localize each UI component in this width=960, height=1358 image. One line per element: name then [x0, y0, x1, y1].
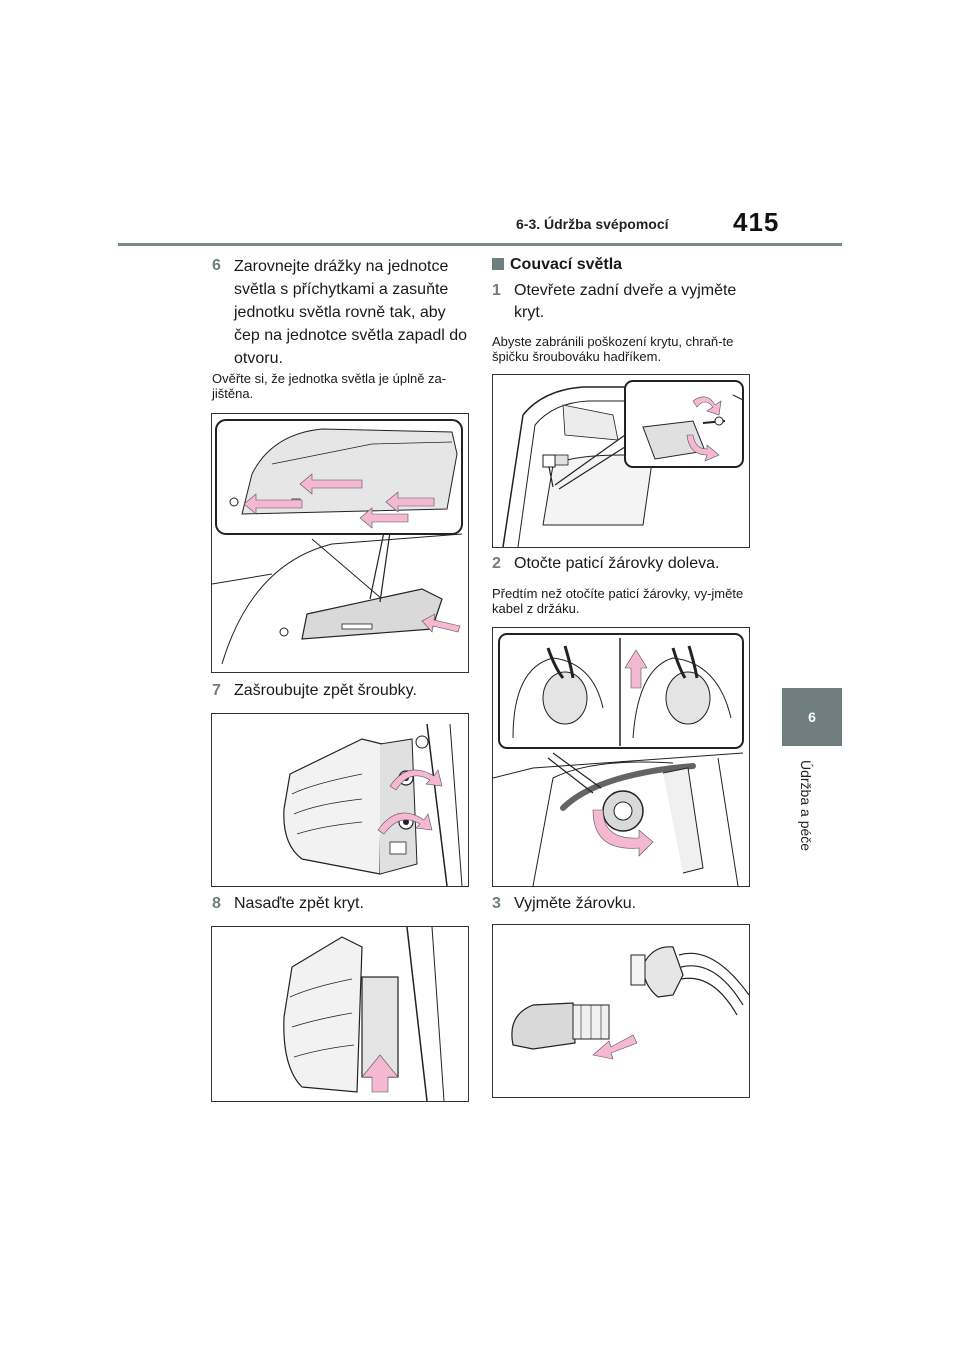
header-divider	[118, 243, 842, 246]
section-title: 6-3. Údržba svépomocí	[516, 216, 669, 232]
step-text: Zašroubujte zpět šroubky.	[234, 682, 417, 699]
step-number: 7	[212, 682, 221, 699]
illustration-cover	[283, 927, 445, 1101]
step-number: 8	[212, 895, 221, 912]
step-text: Nasaďte zpět kryt.	[234, 895, 364, 912]
step-number: 1	[492, 282, 501, 299]
illustration-light-unit	[212, 419, 463, 665]
subheading-reverse-lights: Couvací světla	[492, 256, 622, 274]
chapter-label: Údržba a péče	[798, 760, 814, 852]
chapter-tab[interactable]: 6	[782, 688, 842, 746]
square-bullet-icon	[492, 258, 504, 270]
step-8: 8 Nasaďte zpět kryt.	[212, 893, 474, 915]
illustration-bulb-socket	[493, 633, 744, 886]
illustration-tailgate	[502, 380, 744, 547]
step-2-note: Předtím než otočíte paticí žárovky, vy-j…	[492, 586, 744, 616]
illustration-screws	[283, 723, 463, 886]
figure-screws	[211, 713, 469, 887]
step-1: 1 Otevřete zadní dveře a vyjměte kryt.	[492, 280, 754, 324]
step-2: 2 Otočte paticí žárovky doleva.	[492, 553, 754, 575]
figure-tailgate-cover	[492, 374, 750, 548]
step-text: Zarovnejte drážky na jednotce světla s p…	[234, 258, 468, 367]
step-3: 3 Vyjměte žárovku.	[492, 893, 754, 915]
figure-light-unit-alignment	[211, 413, 469, 673]
step-text: Vyjměte žárovku.	[514, 895, 637, 912]
step-text: Otočte paticí žárovky doleva.	[514, 555, 720, 572]
step-number: 3	[492, 895, 501, 912]
step-number: 6	[212, 257, 221, 274]
figure-cover-install	[211, 926, 469, 1102]
step-7: 7 Zašroubujte zpět šroubky.	[212, 680, 474, 702]
step-6-note: Ověřte si, že jednotka světla je úplně z…	[212, 371, 447, 401]
page-number: 415	[733, 207, 780, 237]
step-6: 6 Zarovnejte drážky na jednotce světla s…	[212, 255, 474, 370]
step-text: Otevřete zadní dveře a vyjměte kryt.	[514, 282, 737, 321]
figure-remove-bulb	[492, 924, 750, 1098]
figure-bulb-socket	[492, 627, 750, 887]
step-number: 2	[492, 555, 501, 572]
illustration-remove-bulb	[511, 946, 749, 1060]
step-1-note: Abyste zabránili poškození krytu, chraň-…	[492, 334, 734, 364]
